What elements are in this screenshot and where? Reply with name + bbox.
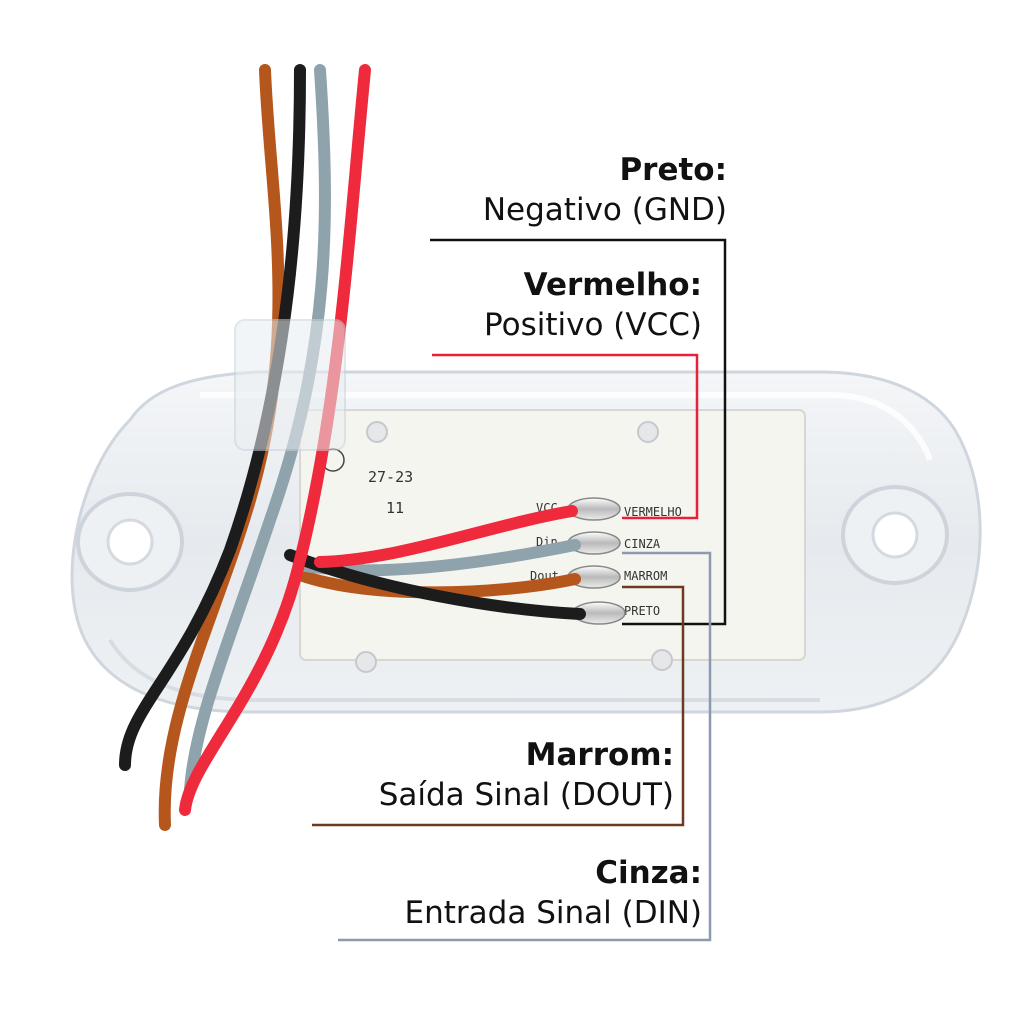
callout-marrom-desc: Saída Sinal (DOUT)	[378, 777, 674, 813]
wire-bundle	[119, 64, 586, 831]
callout-vermelho-title: Vermelho:	[523, 267, 702, 303]
pcb-board: 27-23 11 VCC Din Dout VERMELHO CINZA MAR…	[299, 409, 806, 673]
leader-lines	[312, 238, 727, 942]
callout-preto-desc: Negativo (GND)	[482, 192, 727, 228]
callout-preto: Preto: Negativo (GND)	[483, 150, 727, 230]
leader-line-marrom	[312, 585, 685, 827]
callout-marrom-title: Marrom:	[525, 737, 674, 773]
callout-cinza-desc: Entrada Sinal (DIN)	[404, 895, 702, 931]
leader-line-cinza	[338, 551, 712, 942]
callout-cinza: Cinza: Entrada Sinal (DIN)	[405, 853, 702, 933]
callout-vermelho-desc: Positivo (VCC)	[484, 307, 702, 343]
leader-line-preto	[430, 238, 727, 626]
pad-label-preto: PRETO	[624, 604, 660, 618]
mounting-hole-left	[76, 492, 184, 592]
callout-cinza-title: Cinza:	[595, 855, 702, 891]
pcb-code: 27-23	[368, 468, 413, 486]
wire-tie-wrap	[234, 319, 346, 451]
wire-red-lower	[314, 505, 578, 568]
pad-label-cinza: CINZA	[624, 537, 661, 551]
callout-preto-title: Preto:	[619, 152, 727, 188]
callout-vermelho: Vermelho: Positivo (VCC)	[484, 265, 702, 345]
mounting-hole-right	[841, 485, 949, 585]
wire-gray	[184, 64, 331, 796]
callout-marrom: Marrom: Saída Sinal (DOUT)	[379, 735, 674, 815]
wire-black-lower	[284, 549, 586, 620]
leader-line-vermelho	[432, 353, 699, 520]
pad-label-marrom: MARROM	[624, 569, 667, 583]
wire-red	[179, 64, 371, 816]
solder-pads	[567, 497, 626, 625]
pcb-number: 11	[386, 499, 404, 517]
wire-black	[119, 64, 306, 771]
pad-label-vermelho: VERMELHO	[624, 505, 682, 519]
